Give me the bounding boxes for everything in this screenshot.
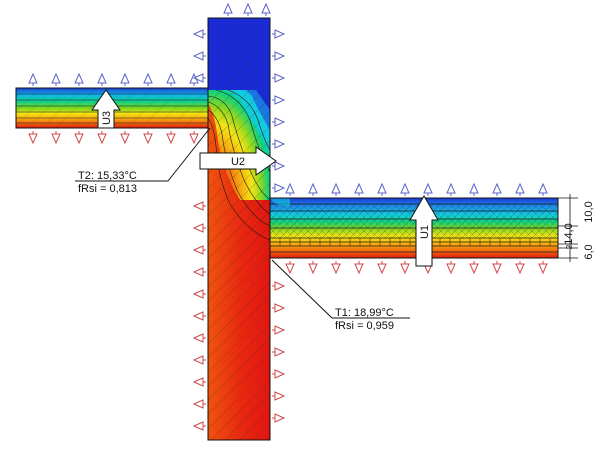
interior-arrow-60 — [285, 261, 295, 275]
interior-arrow-53 — [272, 281, 286, 291]
t2-temperature: T2: 15,33°C — [78, 170, 137, 182]
interior-arrow-46 — [192, 289, 206, 299]
flux-label-u3: U3 — [101, 111, 113, 125]
exterior-arrow-23 — [308, 182, 318, 196]
interior-arrow-61 — [308, 261, 318, 275]
exterior-arrow-15 — [272, 117, 286, 127]
exterior-arrow-2 — [74, 72, 84, 86]
interior-arrow-56 — [272, 347, 286, 357]
interior-arrow-43 — [192, 223, 206, 233]
interior-arrow-35 — [51, 131, 61, 145]
interior-arrow-58 — [272, 391, 286, 401]
dimension-lines — [558, 194, 578, 262]
flux-label-u2: U2 — [231, 156, 245, 168]
dimension-label-3: 2 — [565, 244, 574, 249]
exterior-arrow-21 — [192, 73, 206, 83]
interior-arrow-57 — [272, 369, 286, 379]
interior-arrow-50 — [192, 377, 206, 387]
exterior-arrow-18 — [272, 183, 286, 193]
dimension-labels: 10,0 14,0 2 6,0 — [563, 201, 595, 259]
interior-arrow-63 — [354, 261, 364, 275]
vertical-column — [207, 17, 271, 441]
interior-arrow-39 — [143, 131, 153, 145]
exterior-arrow-33 — [538, 182, 548, 196]
interior-arrow-59 — [272, 413, 286, 423]
interior-arrow-48 — [192, 333, 206, 343]
flux-label-u1: U1 — [419, 225, 431, 239]
interior-arrow-42 — [192, 201, 206, 211]
exterior-arrow-27 — [400, 182, 410, 196]
exterior-arrow-25 — [354, 182, 364, 196]
annotation-t2: T2: 15,33°C fRsi = 0,813 — [78, 170, 137, 195]
exterior-arrow-4 — [120, 72, 130, 86]
interior-arrow-55 — [272, 325, 286, 335]
interior-arrow-69 — [492, 261, 502, 275]
t2-frsi: fRsi = 0,813 — [78, 183, 137, 195]
exterior-arrow-11 — [272, 29, 286, 39]
interior-arrow-40 — [166, 131, 176, 145]
interior-arrow-68 — [469, 261, 479, 275]
exterior-arrow-12 — [272, 51, 286, 61]
interior-arrow-36 — [74, 131, 84, 145]
interior-arrow-54 — [272, 303, 286, 313]
interior-arrow-34 — [28, 131, 38, 145]
interior-arrow-41 — [189, 131, 199, 145]
dimension-label-4: 6,0 — [583, 244, 595, 259]
interior-arrow-71 — [538, 261, 548, 275]
interior-arrow-44 — [192, 245, 206, 255]
exterior-arrow-1 — [51, 72, 61, 86]
t1-frsi: fRsi = 0,959 — [335, 320, 394, 332]
exterior-arrow-31 — [492, 182, 502, 196]
interior-arrow-51 — [192, 399, 206, 409]
exterior-arrow-17 — [272, 161, 286, 171]
right-slab — [269, 197, 559, 259]
exterior-arrow-32 — [515, 182, 525, 196]
interior-arrow-64 — [377, 261, 387, 275]
exterior-arrow-29 — [446, 182, 456, 196]
exterior-arrow-16 — [272, 139, 286, 149]
interior-arrow-49 — [192, 355, 206, 365]
flux-arrow-u1: U1 — [409, 195, 439, 267]
exterior-arrow-30 — [469, 182, 479, 196]
interior-arrow-47 — [192, 311, 206, 321]
exterior-arrow-26 — [377, 182, 387, 196]
exterior-arrow-19 — [192, 29, 206, 39]
exterior-arrow-6 — [166, 72, 176, 86]
interior-arrow-70 — [515, 261, 525, 275]
exterior-arrow-10 — [261, 2, 271, 16]
exterior-arrow-5 — [143, 72, 153, 86]
exterior-arrow-3 — [97, 72, 107, 86]
interior-arrow-67 — [446, 261, 456, 275]
leader-lines — [75, 127, 410, 319]
exterior-arrow-0 — [28, 72, 38, 86]
exterior-arrow-7 — [189, 72, 199, 86]
exterior-arrow-20 — [192, 51, 206, 61]
dimension-label-2: 14,0 — [563, 223, 575, 244]
flux-arrow-u2: U2 — [199, 146, 277, 176]
t1-temperature: T1: 18,99°C — [335, 307, 394, 319]
interior-arrow-65 — [400, 261, 410, 275]
exterior-arrow-22 — [285, 182, 295, 196]
exterior-arrow-14 — [272, 95, 286, 105]
exterior-arrow-28 — [423, 182, 433, 196]
interior-arrow-52 — [192, 421, 206, 431]
exterior-arrow-13 — [272, 73, 286, 83]
dimension-label-1: 10,0 — [583, 201, 595, 222]
exterior-arrow-8 — [223, 2, 233, 16]
annotation-t1: T1: 18,99°C fRsi = 0,959 — [335, 307, 394, 332]
exterior-arrow-9 — [243, 2, 253, 16]
interior-arrow-38 — [120, 131, 130, 145]
interior-arrow-37 — [97, 131, 107, 145]
flux-arrow-u3: U3 — [91, 89, 121, 129]
interior-arrow-45 — [192, 267, 206, 277]
interior-arrow-62 — [331, 261, 341, 275]
exterior-arrow-24 — [331, 182, 341, 196]
